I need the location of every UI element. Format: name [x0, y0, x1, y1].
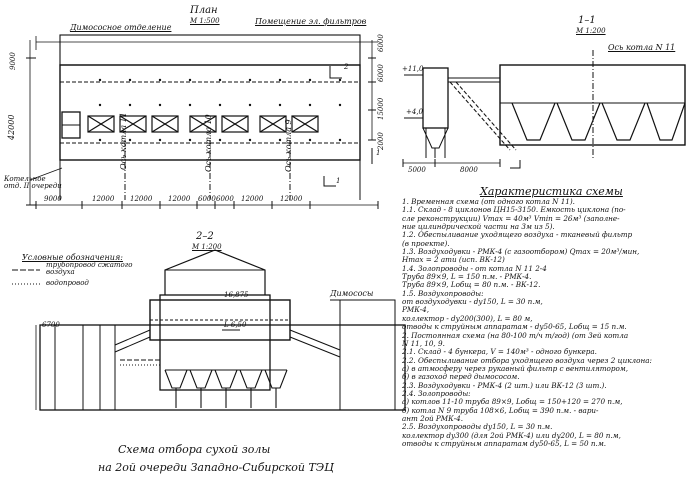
spec-line: 1.2. Обеспыливание уходящего воздуха - т… [402, 231, 633, 240]
section-2-2-elev-roof: 16,875 [224, 291, 249, 299]
dim-bottom-3: 12000 [130, 195, 153, 203]
section-2-2-title: 2–2 [196, 231, 214, 242]
section-1-1-axis-label: Ось котла N 11 [608, 43, 676, 52]
label-filter-room: Помещение эл. фильтров [255, 17, 367, 26]
spec-line: а) в атмосферу через рукавный фильтр с в… [402, 364, 629, 373]
spec-line: отводы к струйным аппаратам - dу50-65, L… [402, 323, 627, 332]
spec-line: Труба 89×9, Lобщ = 80 п.м. - ВК-12. [402, 281, 541, 290]
boiler-axis-11: Ось котла 11 [119, 112, 128, 170]
dim-right-4: 2000 [377, 132, 385, 150]
spec-line: коллектор dу300 (для 2ой РМК-4) или dу20… [402, 431, 621, 440]
spec-line: 1.3. Воздуходувки - РМК-4 (с газоотбором… [402, 248, 640, 257]
dim-bottom-1: 9000 [44, 195, 62, 203]
plan-view [26, 34, 379, 209]
spec-line: 2.2. Обеспыливание отбора уходящего возд… [402, 356, 652, 365]
spec-line: ние цилиндрической части на 3м из 5). [402, 223, 555, 232]
spec-line: 2. Постоянная схема (на 80-100 т/ч т/год… [402, 331, 629, 340]
spec-line: от воздуходувки - dу150, L = 30 п.м, [402, 298, 543, 307]
caption-line-2: на 2ой очереди Западно-Сибирской ТЭЦ [98, 461, 334, 474]
spec-line: 2.5. Воздухопроводы dу150, L = 30 п.м. [402, 423, 553, 432]
label-boiler-dept: Котельное отд. II очереди [4, 175, 62, 190]
spec-line: 1.4. Золопроводы - от котла N 11 2-4 [402, 264, 547, 273]
legend-item-water: водопровод [46, 279, 89, 287]
section-1-1-elev-top: +11,0 [402, 65, 424, 73]
spec-title: Характеристика схемы [480, 185, 623, 198]
section-1-1-dim-1: 5000 [408, 166, 426, 174]
dim-bottom-6: 6000 [216, 195, 234, 203]
dim-right-1: 6000 [377, 34, 385, 52]
section-2-2-label-smoke: Димососы [330, 289, 374, 298]
legend-item-compressed-air: трубопровод сжатого воздуха [46, 261, 133, 276]
legend-title: Условные обозначения: [22, 253, 123, 262]
spec-line: 2.4. Золопроводы: [402, 389, 471, 398]
spec-line: а) котлов 11-10 труба 89×9, Lобщ = 150+1… [402, 398, 623, 407]
section-1-1-title: 1–1 [578, 15, 596, 26]
dim-bottom-4: 12000 [168, 195, 191, 203]
spec-line: б) котла N 9 труба 108×6, Lобщ = 390 п.м… [402, 406, 599, 415]
spec-line: б) в газоход перед дымососом. [402, 373, 520, 382]
spec-line: N 11, 10, 9. [402, 339, 445, 348]
section-mark-plan-2: 2 [344, 63, 349, 71]
dim-bottom-5: 6000 [198, 195, 216, 203]
spec-line: Труба 89×9, L = 150 п.м. - РМК-4. [402, 273, 532, 282]
dim-total-width: 42000 [7, 114, 16, 140]
label-smoke-exhaust-dept: Димососное отделение [70, 23, 172, 32]
section-1-1-scale: М 1:200 [576, 27, 606, 35]
spec-line: 2.1. Склад - 4 бункера, V = 140м³ - одно… [402, 348, 597, 357]
plan-scale: М 1:500 [190, 17, 220, 25]
dim-right-3: 15000 [377, 97, 385, 120]
boiler-axis-9: Ось котла 9 [284, 119, 293, 172]
spec-line: (в проекте). [402, 239, 450, 248]
spec-line: коллектор - dу200(300), L = 80 м, [402, 314, 533, 323]
section-2-2-scale: М 1:200 [192, 243, 222, 251]
section-1-1-dim-2: 8000 [460, 166, 478, 174]
spec-line: 1.1. Склад - 8 циклонов ЦН15-3150. Емкос… [402, 206, 626, 215]
spec-list: 1. Временная схема (от одного котла N 11… [402, 198, 698, 448]
legend [12, 269, 40, 285]
spec-line: РМК-4, [402, 306, 430, 315]
section-1-1-elev-mid: +4,0 [406, 108, 423, 116]
section-2-2 [35, 249, 406, 411]
spec-line: сле реконструкции) Vmax = 40м³ Vmin = 26… [402, 214, 620, 223]
section-mark-plan-1a: 1 [336, 177, 341, 185]
spec-line: 2.3. Воздуходувки - РМК-4 (2 шт.) или ВК… [402, 381, 607, 390]
spec-line: ант 2ой РМК-4. [402, 414, 463, 423]
section-2-2-dim: 6700 [42, 321, 60, 329]
dim-top: 9000 [9, 52, 17, 70]
spec-line: Hmax = 2 ати (исп. ВК-12) [402, 256, 505, 265]
spec-line: 1. Временная схема (от одного котла N 11… [402, 198, 575, 206]
section-1-1 [402, 50, 686, 169]
dim-bottom-2: 12000 [92, 195, 115, 203]
dim-bottom-8: 12000 [280, 195, 303, 203]
boiler-axis-10: Ось котла 10 [204, 114, 213, 172]
dim-right-2: 6000 [377, 64, 385, 82]
dim-bottom-7: 12000 [241, 195, 264, 203]
spec-line: 1.5. Воздухопроводы: [402, 289, 484, 298]
caption-line-1: Схема отбора сухой золы [118, 443, 271, 456]
section-mark-plan-1b: 1 [376, 149, 381, 157]
plan-title: План [190, 5, 218, 16]
section-2-2-elev-mid: L 6,50 [224, 321, 247, 329]
spec-line: отводы к струйным аппаратам dу50-65, L =… [402, 439, 607, 448]
